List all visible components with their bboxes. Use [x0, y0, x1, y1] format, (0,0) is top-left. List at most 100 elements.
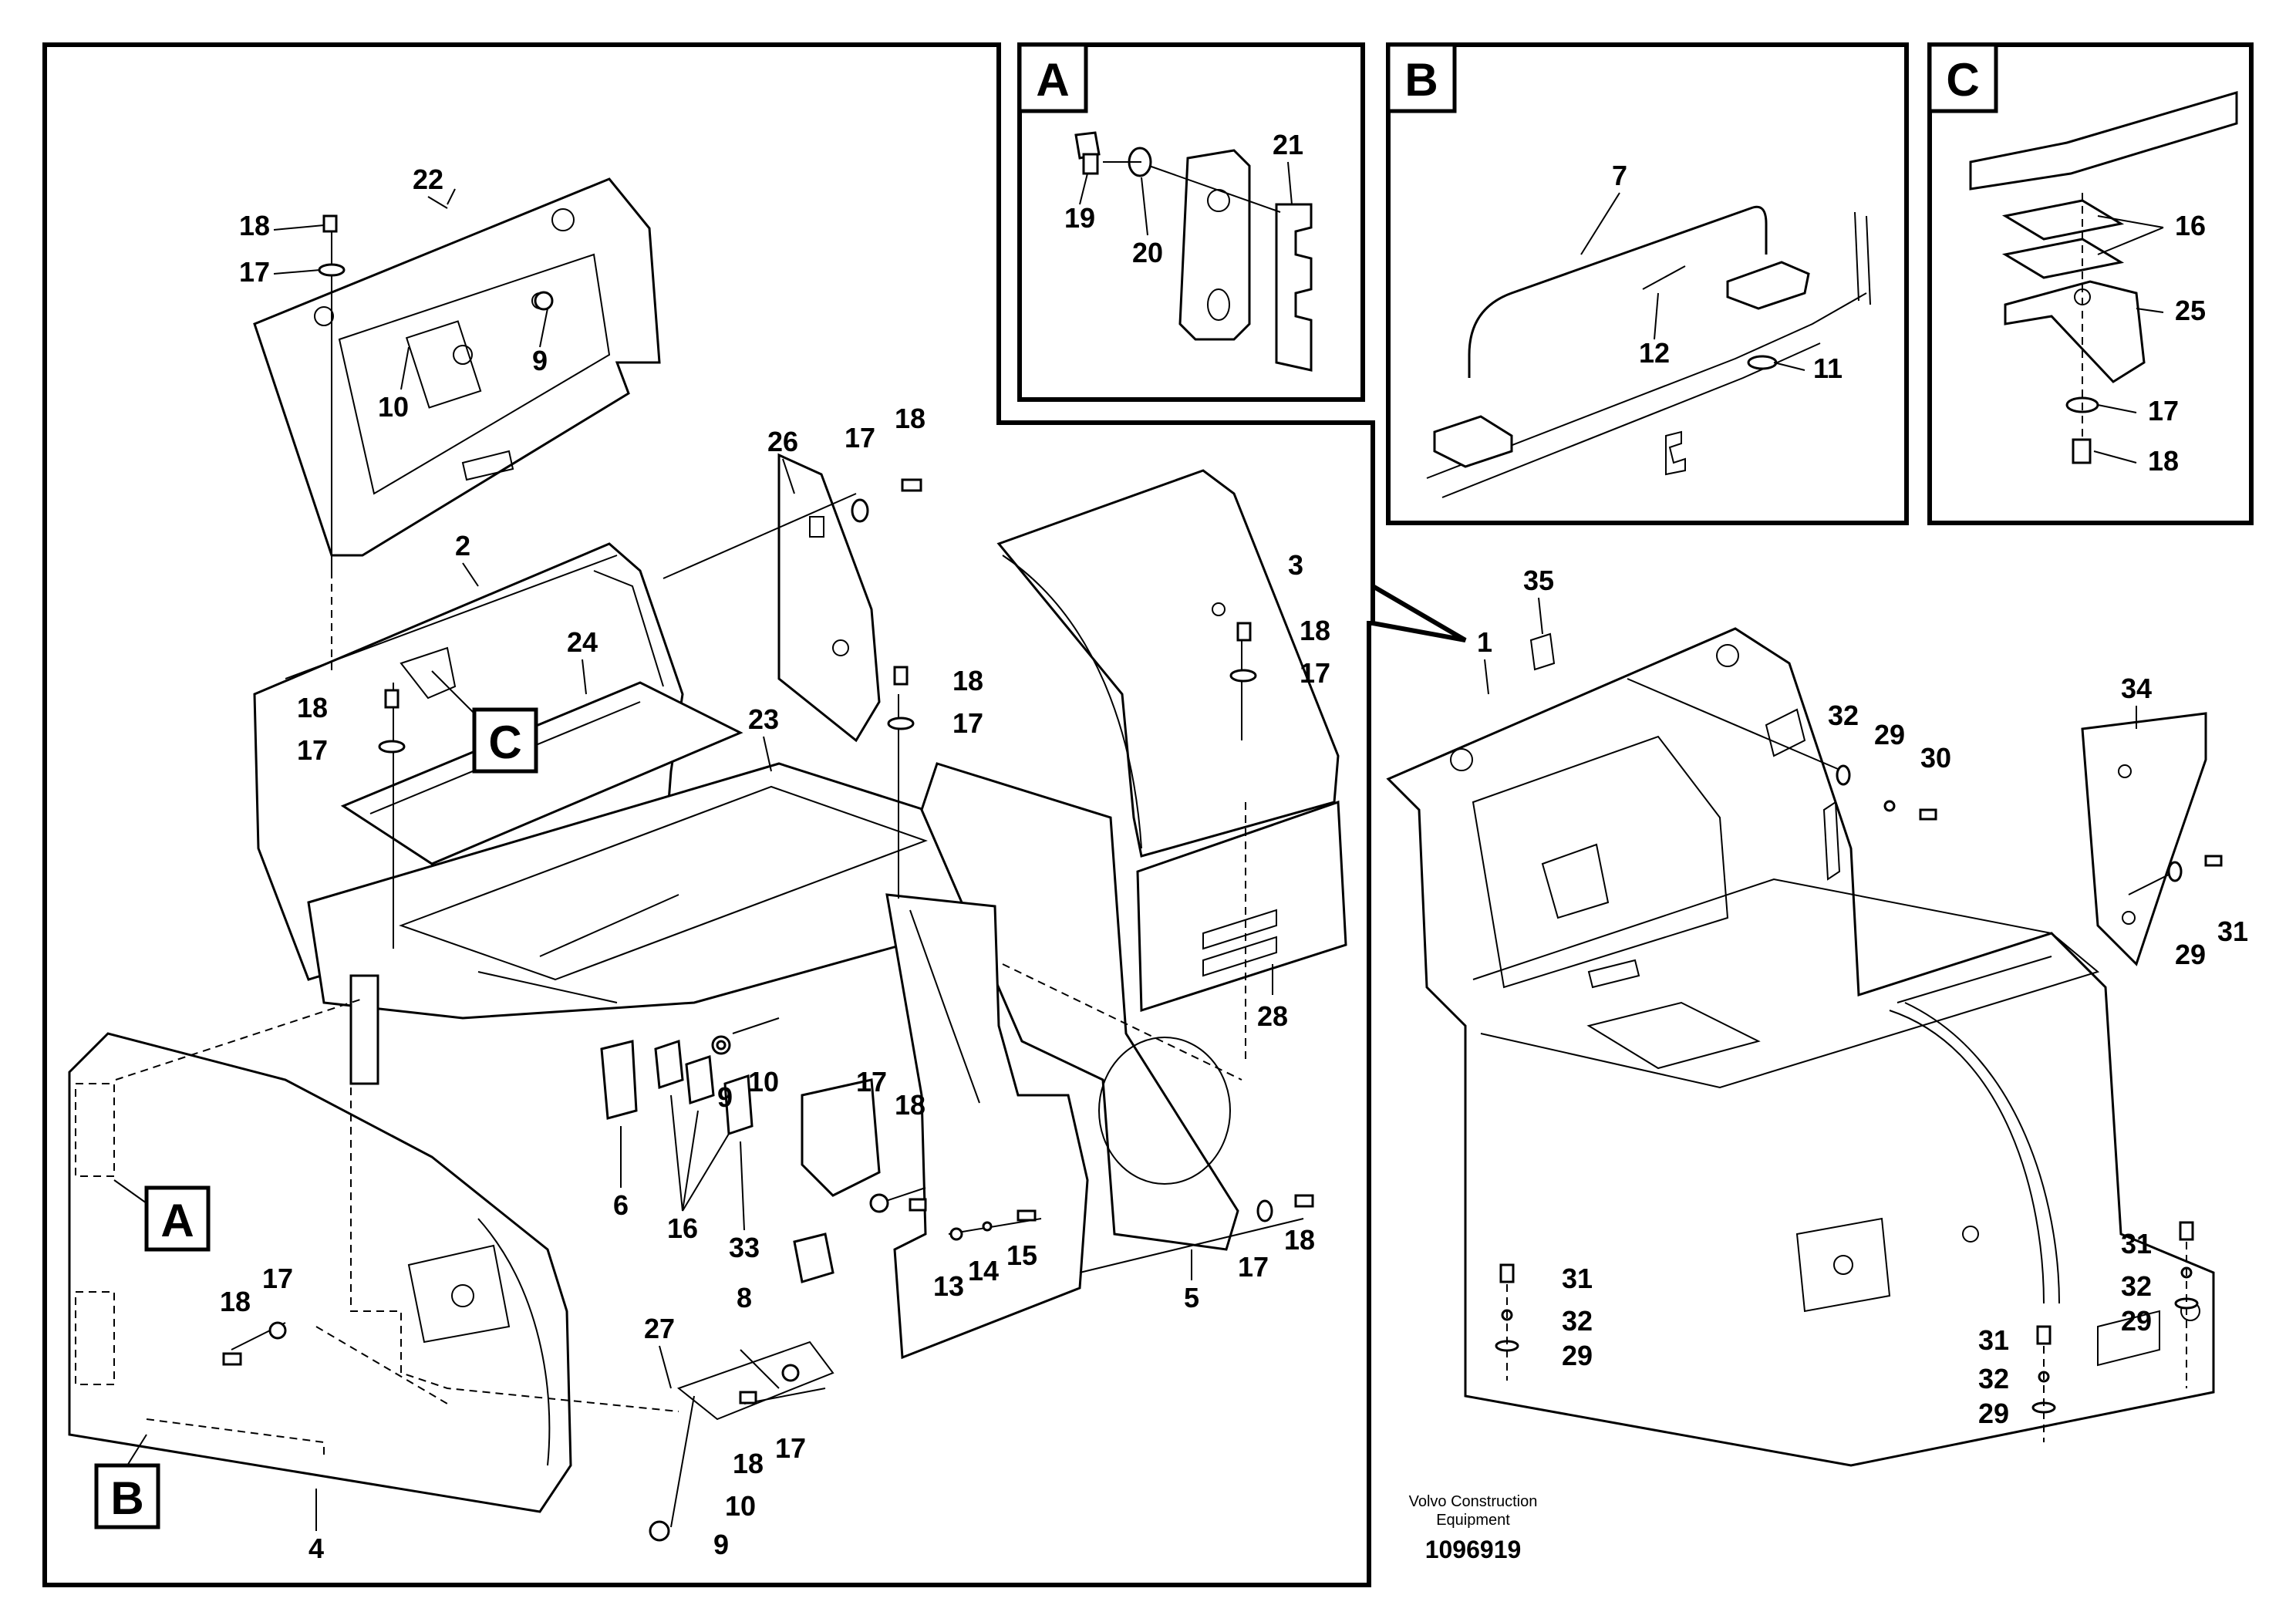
callout-31: 31: [2121, 1228, 2152, 1259]
detail-a-drawing: [1074, 131, 1313, 372]
footer-company: Volvo Construction: [1409, 1493, 1538, 1510]
part-6-bracket: [600, 1039, 754, 1136]
callout-11: 11: [1813, 352, 1843, 384]
part-28-rear-panel: [1136, 800, 1347, 1013]
part-8-bracket: [793, 1078, 881, 1283]
callout-22: 22: [413, 164, 443, 195]
callout-7: 7: [1612, 160, 1627, 191]
callout-16: 16: [2175, 210, 2206, 241]
callout-labels: 22 18 17 9 10 26 17 18 2 24 18 17 23 18 …: [220, 129, 2248, 1564]
view-ref-c-label: C: [488, 717, 521, 768]
view-ref-c: C: [431, 670, 538, 774]
main-leaders: [231, 188, 1304, 1528]
callout-32: 32: [1562, 1305, 1593, 1337]
callout-28: 28: [1257, 1000, 1288, 1032]
callout-4: 4: [308, 1533, 324, 1564]
view-ref-a: A: [113, 1179, 211, 1252]
callout-25: 25: [2175, 295, 2206, 326]
callout-17: 17: [262, 1263, 293, 1294]
callout-18: 18: [1284, 1224, 1315, 1256]
callout-10: 10: [748, 1066, 779, 1098]
part-35-clip: [1529, 632, 1556, 671]
callout-29: 29: [1874, 719, 1905, 750]
hinge-blocks: [75, 974, 379, 1385]
callout-20: 20: [1132, 237, 1163, 268]
detail-tag-b: B: [1404, 54, 1438, 106]
detail-tag-box-c: [1927, 42, 1998, 113]
part-34-side-panel: [2081, 712, 2207, 966]
callout-8: 8: [737, 1282, 752, 1313]
callout-18: 18: [2148, 445, 2179, 477]
callout-9: 9: [713, 1529, 729, 1560]
detail-b-drawing: [1426, 205, 1871, 498]
callout-30: 30: [1920, 742, 1951, 774]
callout-29: 29: [1562, 1340, 1593, 1371]
part-23-floor: [307, 762, 973, 1020]
callout-26: 26: [767, 426, 798, 457]
detail-tag-a: A: [1036, 54, 1069, 106]
callout-17: 17: [1238, 1251, 1269, 1283]
main-fasteners: [222, 214, 1314, 1542]
callout-16: 16: [667, 1212, 698, 1244]
dashed-routing: [115, 571, 1246, 1458]
footer-company-line2: Equipment: [1436, 1512, 1510, 1529]
callout-35: 35: [1523, 565, 1554, 596]
callout-21: 21: [1273, 129, 1303, 160]
callout-18: 18: [895, 1089, 925, 1121]
callout-18: 18: [895, 403, 925, 434]
callout-32: 32: [2121, 1270, 2152, 1302]
callout-3: 3: [1288, 549, 1303, 581]
callout-33: 33: [729, 1232, 760, 1263]
callout-14: 14: [968, 1255, 999, 1286]
callout-19: 19: [1064, 202, 1095, 234]
view-pointer: [1371, 584, 1467, 642]
callout-34: 34: [2121, 673, 2152, 704]
callout-27: 27: [644, 1313, 675, 1344]
detail-frame-a: [1017, 42, 1365, 402]
callout-leaders: [273, 161, 2164, 1531]
callout-12: 12: [1639, 337, 1670, 369]
part-26-side-panel: [777, 453, 881, 743]
callout-15: 15: [1006, 1239, 1037, 1271]
detail-frame-c: [1927, 42, 2254, 525]
detail-c-drawing: [1969, 90, 2238, 464]
callout-18: 18: [297, 692, 328, 723]
callout-2: 2: [455, 530, 470, 561]
view-ref-b-label: B: [110, 1472, 143, 1524]
footer-drawing-number: 1096919: [1425, 1536, 1522, 1563]
view-ref-a-label: A: [160, 1195, 194, 1246]
callout-29: 29: [2175, 939, 2206, 970]
callout-10: 10: [378, 391, 409, 423]
callout-17: 17: [856, 1066, 887, 1098]
callout-17: 17: [952, 707, 983, 739]
part-22-hatch-cover: [253, 177, 661, 557]
callout-18: 18: [220, 1286, 251, 1317]
assembled-fasteners: [1495, 678, 2223, 1442]
callout-31: 31: [1562, 1263, 1593, 1294]
part-3-rear-fender: [996, 469, 1340, 858]
callout-10: 10: [725, 1490, 756, 1522]
callout-5: 5: [1184, 1282, 1199, 1313]
callout-29: 29: [2121, 1305, 2152, 1337]
callout-32: 32: [1828, 700, 1859, 731]
callout-9: 9: [717, 1081, 733, 1113]
part-4-side-body: [68, 1032, 572, 1513]
callout-18: 18: [239, 210, 270, 241]
callout-17: 17: [1300, 657, 1330, 689]
callout-9: 9: [532, 345, 548, 376]
callout-17: 17: [239, 256, 270, 288]
detail-tag-box-b: [1386, 42, 1457, 113]
callout-17: 17: [2148, 395, 2179, 427]
callout-31: 31: [1978, 1324, 2009, 1356]
detail-tag-box-a: [1017, 42, 1088, 113]
detail-tag-c: C: [1946, 54, 1979, 106]
callout-17: 17: [297, 734, 328, 766]
callout-29: 29: [1978, 1398, 2009, 1429]
callout-32: 32: [1978, 1363, 2009, 1394]
callout-17: 17: [845, 422, 875, 454]
callout-31: 31: [2217, 916, 2248, 947]
callout-17: 17: [775, 1432, 806, 1464]
callout-18: 18: [952, 665, 983, 696]
callout-1: 1: [1477, 626, 1492, 658]
